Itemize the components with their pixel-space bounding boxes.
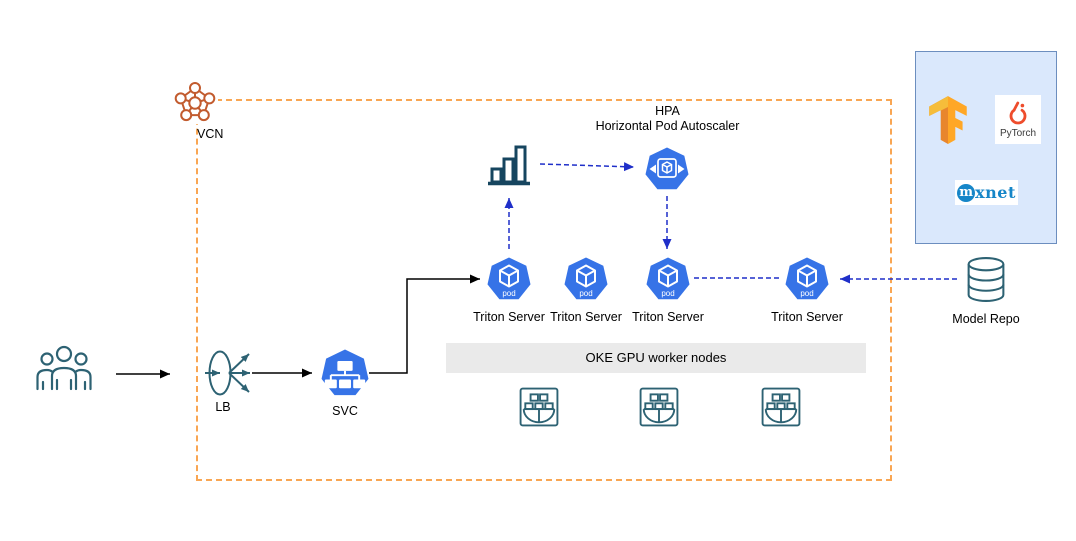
svc-label: SVC (332, 404, 358, 418)
hpa-icon (645, 147, 689, 196)
hpa-subtitle: Horizontal Pod Autoscaler (595, 119, 740, 133)
load-balancer-icon (205, 345, 257, 406)
arrow-svc-to-pod1 (369, 274, 480, 374)
pytorch-logo: PyTorch (995, 95, 1041, 144)
model-repo-label: Model Repo (952, 312, 1020, 326)
pod-triton-2: pod (564, 257, 608, 306)
pod-badge: pod (800, 289, 813, 298)
pod-triton-3: pod (646, 257, 690, 306)
k8s-node-icon-3 (761, 387, 801, 432)
pod-badge: pod (661, 289, 674, 298)
svc-icon (321, 349, 369, 402)
tensorflow-logo (927, 94, 969, 149)
pod-label-1: Triton Server (473, 310, 545, 324)
pod-triton-4: pod (785, 257, 829, 306)
mxnet-rest: xnet (975, 183, 1016, 202)
oke-worker-nodes-bar: OKE GPU worker nodes (446, 343, 866, 373)
hpa-title-block: HPA Horizontal Pod Autoscaler (545, 104, 790, 134)
users-icon (35, 344, 93, 396)
vcn-boundary (196, 99, 892, 481)
pod-label-3: Triton Server (632, 310, 704, 324)
mxnet-m: m (957, 183, 976, 202)
metrics-chart-icon (486, 142, 532, 191)
vcn-label: VCN (197, 127, 224, 141)
k8s-node-icon-1 (519, 387, 559, 432)
lb-label: LB (215, 400, 231, 414)
pod-label-2: Triton Server (550, 310, 622, 324)
vcn-icon (172, 78, 218, 124)
k8s-node-icon-2 (639, 387, 679, 432)
arrow-metrics-to-hpa (539, 162, 635, 172)
pod-triton-1: pod (487, 257, 531, 306)
pod-badge: pod (579, 289, 592, 298)
pod-label-4: Triton Server (771, 310, 843, 324)
hpa-title: HPA (655, 104, 680, 118)
pod-badge: pod (502, 289, 515, 298)
pytorch-flame-icon (1009, 101, 1027, 124)
model-repo-icon (966, 256, 1006, 308)
pytorch-label: PyTorch (999, 127, 1037, 139)
